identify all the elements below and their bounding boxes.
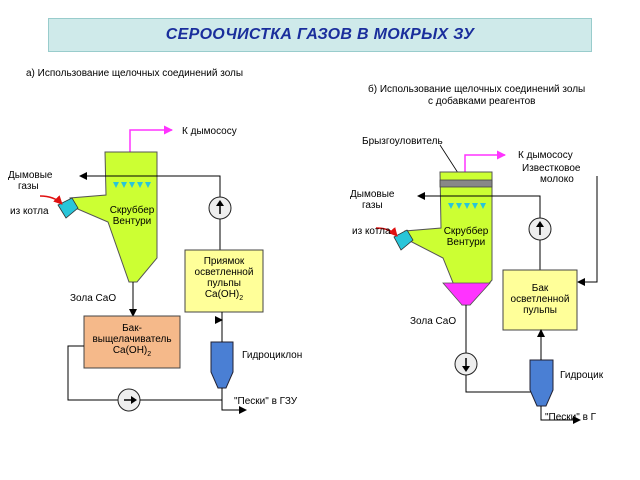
- b-nozzle: [393, 229, 414, 251]
- b-hydrocyclone-label: Гидроцик: [560, 370, 604, 381]
- a-sands-label: "Пески" в ГЗУ: [234, 396, 298, 407]
- a-tank-label-3: Ca(OH)2: [112, 345, 152, 358]
- a-spray: [113, 182, 151, 188]
- a-to-exhauster-label: К дымососу: [182, 126, 237, 137]
- a-heading: а) Использование щелочных соединений зол…: [26, 68, 244, 79]
- b-from-boiler-label: из котла: [352, 226, 391, 237]
- b-scrubber-label-1: Скруббер: [443, 226, 489, 237]
- b-flue-gas-label-2: газы: [362, 200, 383, 211]
- b-tank-label-2: осветленной: [510, 294, 570, 305]
- b-tank-label-3: пульпы: [523, 305, 557, 316]
- b-lime-label-2: молоко: [540, 174, 574, 185]
- b-hydrocyclone: [529, 359, 554, 407]
- a-hydrocyclone-label: Гидроциклон: [242, 350, 303, 361]
- b-tank-label-1: Бак: [531, 283, 549, 294]
- a-flue-gas-label-1: Дымовые: [8, 170, 53, 181]
- a-tank: [83, 315, 181, 369]
- a-pit-label-3: пульпы: [207, 278, 241, 289]
- a-ash-label: Зола CaO: [70, 293, 117, 304]
- b-scrubber-label-2: Вентури: [446, 237, 486, 248]
- b-scrubber: [404, 171, 493, 306]
- b-lime-line: [577, 176, 598, 286]
- b-droplet-catcher: [439, 179, 493, 188]
- a-scrubber-label-2: Вентури: [112, 216, 152, 227]
- b-heading-1: б) Использование щелочных соединений зол…: [368, 84, 586, 95]
- a-nozzle: [57, 197, 79, 219]
- b-hopper: [442, 282, 491, 306]
- b-heading-2: с добавками реагентов: [428, 96, 536, 107]
- a-pit-label-4: Ca(OH)2: [204, 289, 244, 302]
- b-exhaust-line: [464, 150, 506, 172]
- a-sands-line: [221, 388, 247, 414]
- a-exhaust-line: [129, 125, 173, 152]
- page-title: СЕРООЧИСТКА ГАЗОВ В МОКРЫХ ЗУ: [165, 26, 475, 43]
- a-recirc-line: [79, 172, 221, 198]
- a-flue-gas-label-2: газы: [18, 181, 39, 192]
- a-flue-arrow: [39, 195, 63, 205]
- b-tank: [502, 269, 578, 331]
- a-tank-label-2: выщелачиватель: [92, 334, 172, 345]
- b-flue-arrow: [375, 227, 398, 237]
- a-scrubber: [69, 151, 158, 283]
- a-hydrocyclone: [210, 341, 234, 389]
- a-from-boiler-label: из котла: [10, 206, 49, 217]
- a-scrubber-label-1: Скруббер: [109, 205, 155, 216]
- b-flue-gas-label-1: Дымовые: [350, 189, 395, 200]
- a-pit: [184, 249, 264, 313]
- a-tank-label-1: Бак-: [122, 323, 142, 334]
- b-spray: [448, 203, 486, 209]
- b-recirc-line: [417, 192, 541, 218]
- b-lime-label-1: Известковое: [522, 163, 581, 174]
- a-pit-label-2: осветленной: [194, 267, 254, 278]
- b-droplet-catcher-label: Брызгоуловитель: [362, 136, 443, 147]
- b-to-exhauster-label: К дымососу: [518, 150, 573, 161]
- title-bar: СЕРООЧИСТКА ГАЗОВ В МОКРЫХ ЗУ: [48, 18, 592, 52]
- b-ash-label: Зола CaO: [410, 316, 457, 327]
- b-sands-label: "Пески" в Г: [545, 412, 597, 423]
- a-pit-label-1: Приямок: [203, 256, 245, 267]
